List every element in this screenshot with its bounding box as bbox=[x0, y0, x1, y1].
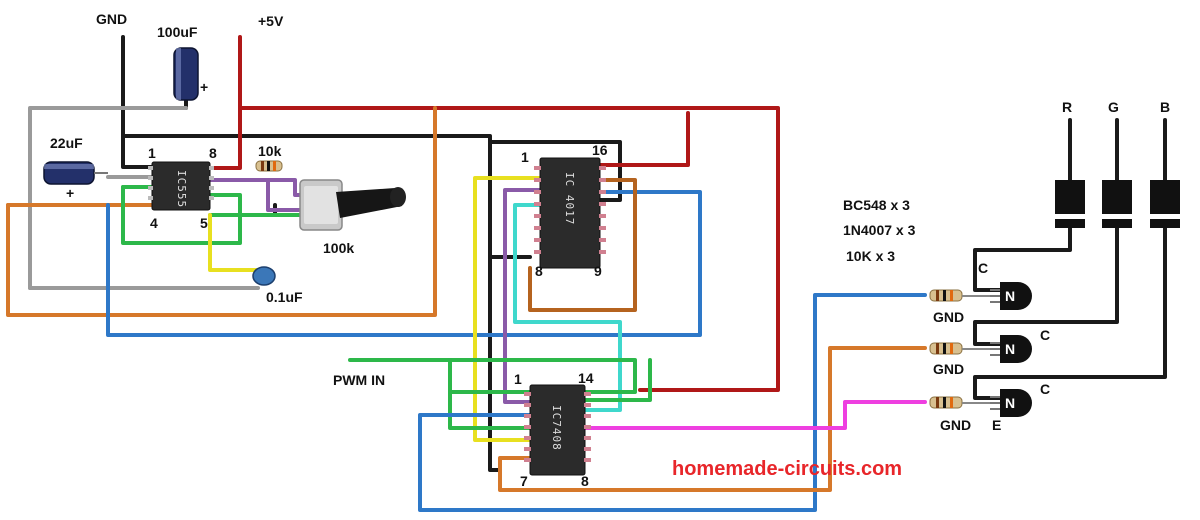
transistor-3-glyph: N bbox=[1005, 395, 1015, 411]
t2-c-label: C bbox=[1040, 327, 1050, 343]
transistor-2-glyph: N bbox=[1005, 341, 1015, 357]
ic555-chip: IC555 bbox=[148, 161, 214, 211]
cap-22uf-plus: + bbox=[66, 185, 74, 201]
orange-wire bbox=[6, 106, 437, 317]
cap-100uf-plus: + bbox=[200, 79, 208, 95]
led-b-label: B bbox=[1160, 99, 1170, 115]
vcc-wire-4017 bbox=[598, 111, 690, 167]
ic4017-pin8: 8 bbox=[535, 263, 543, 279]
t3-e-label: E bbox=[992, 417, 1001, 433]
blue-wire-clock bbox=[106, 190, 702, 337]
ic7408-pin8: 8 bbox=[581, 473, 589, 489]
ic4017-pin1: 1 bbox=[521, 149, 529, 165]
t1-c-label: C bbox=[978, 260, 988, 276]
ic555-pin5: 5 bbox=[200, 215, 208, 231]
blue-wire-out bbox=[418, 293, 927, 512]
collector-wire-b bbox=[973, 226, 1167, 400]
ic555-pin8: 8 bbox=[209, 145, 217, 161]
cap-01uf-label: 0.1uF bbox=[266, 289, 303, 305]
yellow-wire-555 bbox=[208, 213, 260, 272]
yellow-wire-4017 bbox=[473, 176, 542, 442]
vcc-wire bbox=[208, 35, 242, 170]
green-wire-7408-c bbox=[583, 358, 652, 402]
gray-wire bbox=[28, 106, 188, 290]
vcc-wire-top bbox=[238, 106, 780, 392]
green-wire-555-c bbox=[208, 193, 242, 217]
transistor-1: N bbox=[990, 282, 1032, 310]
t2-gnd-label: GND bbox=[933, 361, 964, 377]
wires bbox=[6, 35, 1167, 512]
ic7408-pin14: 14 bbox=[578, 370, 594, 386]
green-wire-pwm bbox=[348, 358, 637, 394]
ic7408-pin7: 7 bbox=[520, 473, 528, 489]
ic7408-chip: IC7408 bbox=[524, 384, 591, 476]
transistor-1-glyph: N bbox=[1005, 288, 1015, 304]
ic4017-pin9: 9 bbox=[594, 263, 602, 279]
watermark: homemade-circuits.com bbox=[672, 458, 902, 480]
purple-wire-555 bbox=[208, 178, 304, 197]
bom-line-2: 1N4007 x 3 bbox=[843, 222, 916, 238]
resistor-10k-label: 10k bbox=[258, 143, 282, 159]
gnd-wire-a bbox=[121, 134, 154, 169]
t3-gnd-label: GND bbox=[940, 417, 971, 433]
resistor-base-3 bbox=[929, 396, 990, 409]
resistor-base-2 bbox=[929, 342, 990, 355]
capacitor-22uf bbox=[43, 161, 108, 185]
t1-gnd-label: GND bbox=[933, 309, 964, 325]
ic7408-label: IC7408 bbox=[550, 405, 563, 451]
capacitor-01uf bbox=[252, 266, 276, 286]
ic555-pin4: 4 bbox=[150, 215, 158, 231]
transistor-2: N bbox=[990, 335, 1032, 363]
cyan-wire bbox=[513, 203, 622, 412]
resistor-base-1 bbox=[929, 289, 990, 302]
diode-r bbox=[1055, 180, 1085, 228]
transistor-3: N bbox=[990, 389, 1032, 417]
diode-b bbox=[1150, 180, 1180, 228]
green-wire-555 bbox=[121, 185, 242, 245]
led-g-label: G bbox=[1108, 99, 1119, 115]
collector-wire-r bbox=[973, 226, 1072, 292]
cap-100uf-label: 100uF bbox=[157, 24, 198, 40]
pot-100k-label: 100k bbox=[323, 240, 354, 256]
collector-wire-g bbox=[973, 226, 1119, 346]
capacitor-100uf bbox=[173, 47, 199, 101]
vcc-label: +5V bbox=[258, 13, 284, 29]
ic555-label: IC555 bbox=[175, 170, 188, 208]
pwm-in-label: PWM IN bbox=[333, 372, 385, 388]
ic7408-pin1: 1 bbox=[514, 371, 522, 387]
resistor-10k bbox=[255, 160, 283, 172]
gnd-wire-b bbox=[488, 140, 622, 202]
magenta-wire-out bbox=[583, 400, 927, 430]
t3-c-label: C bbox=[1040, 381, 1050, 397]
led-r-label: R bbox=[1062, 99, 1072, 115]
green-wire-7408-b bbox=[448, 358, 532, 394]
bom-line-1: BC548 x 3 bbox=[843, 197, 910, 213]
bom-line-3: 10K x 3 bbox=[846, 248, 895, 264]
gnd-wire bbox=[121, 35, 502, 472]
ic4017-chip: IC 4017 bbox=[534, 157, 606, 269]
purple-wire-555-b bbox=[266, 178, 304, 212]
ic4017-pin16: 16 bbox=[592, 142, 608, 158]
diode-g bbox=[1102, 180, 1132, 228]
gnd-label: GND bbox=[96, 11, 127, 27]
orange-wire-out bbox=[498, 346, 927, 492]
brown-wire-4017 bbox=[528, 178, 637, 312]
ic555-pin1: 1 bbox=[148, 145, 156, 161]
cap-22uf-label: 22uF bbox=[50, 135, 83, 151]
potentiometer-100k bbox=[299, 179, 406, 231]
purple-wire-4017 bbox=[503, 188, 542, 404]
ic4017-label: IC 4017 bbox=[563, 172, 576, 225]
